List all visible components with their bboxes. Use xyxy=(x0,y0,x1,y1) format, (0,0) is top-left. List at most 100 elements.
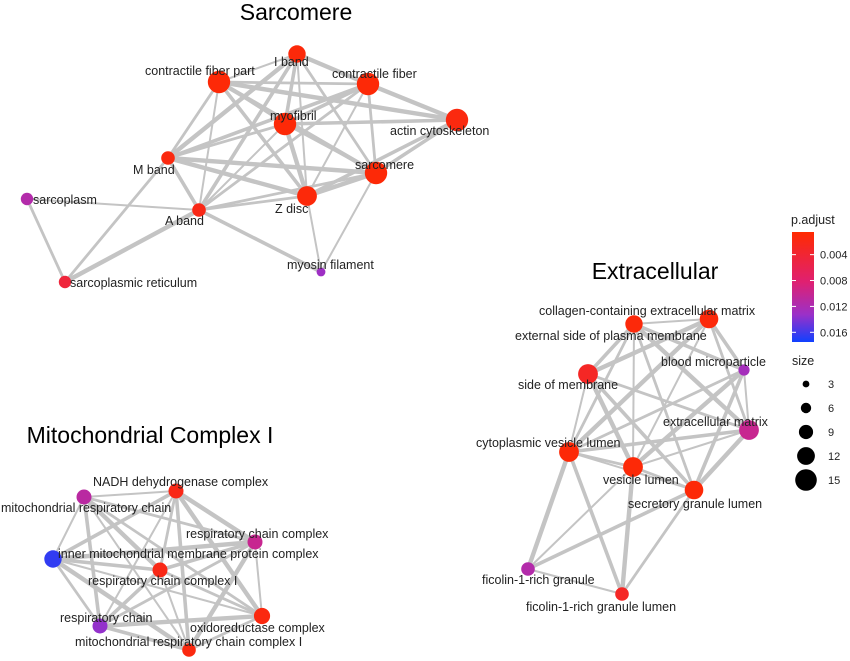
network-edge xyxy=(566,316,712,455)
node-label-secretory-granule-lumen: secretory granule lumen xyxy=(628,497,762,511)
node-label-oxidoreductase-complex: oxidoreductase complex xyxy=(190,621,326,635)
node-i-band xyxy=(288,45,306,63)
network-edge xyxy=(159,569,190,651)
network-edge xyxy=(630,367,747,470)
node-label-m-band: M band xyxy=(133,163,175,177)
node-label-respiratory-chain-complex: respiratory chain complex xyxy=(186,527,329,541)
network-nodes xyxy=(20,45,759,657)
network-edge xyxy=(197,52,299,212)
node-external-side-of-plasma-membrane xyxy=(625,315,643,333)
network-edge xyxy=(25,197,67,284)
node-label-myofibril: myofibril xyxy=(270,109,317,123)
cluster-title-mitochondrial: Mitochondrial Complex I xyxy=(27,422,274,448)
network-edge xyxy=(567,428,751,454)
network-edge xyxy=(585,371,636,470)
node-sarcoplasmic-reticulum xyxy=(58,275,72,289)
node-label-respiratory-chain: respiratory chain xyxy=(60,611,152,625)
legend-color-bar xyxy=(792,232,814,342)
network-edge xyxy=(631,465,696,492)
network-edge xyxy=(567,368,746,454)
node-label-mitochondrial-respiratory-chain: mitochondrial respiratory chain xyxy=(1,501,171,515)
node-ficolin-1-rich-granule-lumen xyxy=(615,587,629,601)
node-label-external-side-of-plasma-membrane: external side of plasma membrane xyxy=(515,329,707,343)
legend-size-label: 3 xyxy=(828,379,834,391)
legend-size-dot xyxy=(802,380,810,388)
legend-color-tick-label: 0.004 xyxy=(820,250,848,262)
network-edge xyxy=(173,488,258,545)
node-z-disc xyxy=(297,186,317,206)
network-edge xyxy=(51,557,102,628)
network-edge xyxy=(284,123,377,174)
network-edge xyxy=(567,450,624,596)
network-edge xyxy=(305,118,459,198)
node-respiratory-chain-complex-i xyxy=(152,562,168,578)
node-secretory-granule-lumen xyxy=(684,480,704,500)
legend-size-label: 9 xyxy=(828,427,834,439)
network-edge xyxy=(620,488,696,596)
network-edge xyxy=(707,317,751,432)
legend-size-title: size xyxy=(792,354,814,368)
cluster-title-extracellular: Extracellular xyxy=(592,258,719,284)
network-edge xyxy=(26,198,200,211)
legend-size-label: 12 xyxy=(828,451,840,463)
network-edge xyxy=(158,489,178,572)
network-edge xyxy=(282,121,310,199)
network-edge xyxy=(366,82,378,175)
network-edge xyxy=(283,118,459,126)
network-edge xyxy=(165,51,300,161)
legend-size-label: 15 xyxy=(828,475,840,487)
network-edge xyxy=(217,80,370,86)
network-edge xyxy=(166,122,287,160)
network-edge xyxy=(63,156,170,284)
network-edge xyxy=(632,322,746,372)
network-edge xyxy=(527,466,634,570)
network-edge xyxy=(294,51,371,87)
node-label-sarcomere: sarcomere xyxy=(355,158,414,172)
network-edge xyxy=(585,316,712,377)
network-edge xyxy=(97,613,265,629)
node-a-band xyxy=(192,203,206,217)
node-mitochondrial-respiratory-chain-complex-i xyxy=(182,643,196,657)
network-edge xyxy=(365,81,460,123)
node-m-band xyxy=(161,151,175,165)
network-edge xyxy=(525,449,572,572)
legend-color-tick-label: 0.008 xyxy=(820,276,848,288)
network-edge xyxy=(526,488,696,571)
legend-color-title: p.adjust xyxy=(791,213,835,227)
node-label-actin-cytoskeleton: actin cytoskeleton xyxy=(390,124,489,138)
node-blood-microparticle xyxy=(738,364,750,376)
node-label-mitochondrial-respiratory-chain-complex-i: mitochondrial respiratory chain complex … xyxy=(75,635,302,649)
network-edge xyxy=(166,156,201,212)
node-label-blood-microparticle: blood microparticle xyxy=(661,355,766,369)
node-label-vesicle-lumen: vesicle lumen xyxy=(603,473,679,487)
network-edge xyxy=(631,321,752,433)
node-mitochondrial-respiratory-chain xyxy=(76,489,92,505)
network-edge xyxy=(174,489,191,652)
network-edge xyxy=(197,194,309,212)
network-edge xyxy=(83,490,177,498)
node-oxidoreductase-complex xyxy=(253,607,271,625)
node-label-cytoplasmic-vesicle-lumen: cytoplasmic vesicle lumen xyxy=(476,436,621,450)
node-label-nadh-dehydrogenase-complex: NADH dehydrogenase complex xyxy=(93,475,269,489)
node-respiratory-chain-complex xyxy=(247,534,263,550)
node-label-side-of-membrane: side of membrane xyxy=(518,378,618,392)
network-edge xyxy=(187,614,264,652)
network-edge xyxy=(165,155,310,199)
network-edge xyxy=(99,490,177,627)
node-label-respiratory-chain-complex-i: respiratory chain complex I xyxy=(88,574,237,588)
node-label-ficolin-1-rich-granule-lumen: ficolin-1-rich granule lumen xyxy=(526,600,676,614)
network-edge xyxy=(217,80,309,198)
node-sarcoplasm xyxy=(20,192,34,206)
network-edge xyxy=(254,541,263,617)
network-edge xyxy=(632,429,750,468)
node-extracellular-matrix xyxy=(739,420,759,440)
node-ficolin-1-rich-granule xyxy=(521,562,535,576)
node-label-i-band: I band xyxy=(274,55,309,69)
network-edge xyxy=(692,368,746,492)
network-edge xyxy=(633,318,710,325)
network-edge xyxy=(166,82,370,160)
